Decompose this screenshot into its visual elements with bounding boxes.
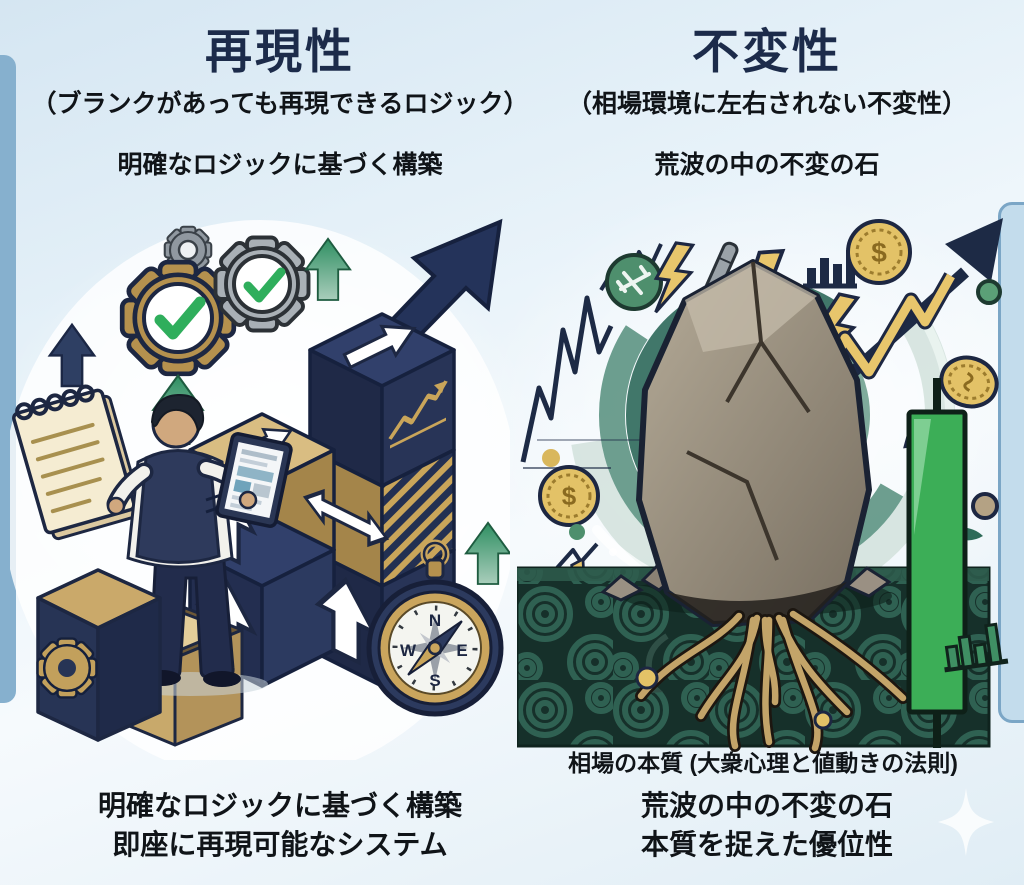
right-caption-line2: 本質を捉えた優位性 (640, 829, 893, 861)
compass-e: E (456, 641, 467, 660)
compass-icon: N E S W (366, 539, 504, 717)
right-caption-line1: 荒波の中の不変の石 (640, 790, 893, 821)
invariance-illustration: $ $ (517, 218, 1009, 760)
compass-w: W (400, 641, 417, 660)
coin-icon (939, 355, 999, 409)
right-bottom-caption: 荒波の中の不変の石 本質を捉えた優位性 (532, 786, 1002, 864)
gold-gear-check-icon (122, 262, 234, 374)
right-panel-header: 不変性 （相場環境に左右されない不変性） 荒波の中の不変の石 (532, 26, 1002, 181)
right-edge-decoration (998, 202, 1024, 723)
green-dot (976, 279, 1002, 305)
small-coin (635, 666, 659, 690)
left-panel-header: 再現性 （ブランクがあっても再現できるロジック） 明確なロジックに基づく構築 (10, 26, 550, 181)
gold-chart-glyph (388, 380, 448, 449)
left-panel-title: 再現性 (205, 25, 355, 78)
right-panel-title: 不変性 (692, 25, 842, 78)
compass-s: S (429, 671, 440, 690)
dollar-coin-icon: $ (538, 465, 600, 527)
svg-text:$: $ (562, 481, 577, 511)
compass-n: N (429, 611, 441, 630)
left-panel-tagline: 明確なロジックに基づく構築 (117, 150, 443, 179)
white-speck (609, 548, 617, 556)
right-panel-tagline: 荒波の中の不変の石 (654, 150, 880, 179)
market-essence-caption: 相場の本質 (大衆心理と値動きの法則) (568, 750, 958, 776)
sparkle-icon (938, 788, 994, 856)
rock-icon (600, 259, 892, 627)
gear-box (36, 568, 162, 742)
bar-chart-green-icon (944, 622, 1009, 673)
green-dot (569, 524, 585, 540)
left-panel-subtitle: （ブランクがあっても再現できるロジック） (31, 89, 529, 118)
tan-dot (971, 492, 999, 520)
left-bottom-caption: 明確なロジックに基づく構築 即座に再現可能なシステム (25, 786, 535, 864)
dollar-coin-icon: $ (846, 219, 912, 285)
left-caption-line1: 明確なロジックに基づく構築 (97, 790, 462, 821)
small-gear-icon (163, 225, 213, 275)
tablet (215, 432, 293, 528)
small-coin (813, 710, 833, 730)
silver-gear-check-icon (213, 235, 311, 333)
gold-dot (542, 449, 560, 467)
green-circle-icon (605, 253, 663, 311)
svg-text:$: $ (871, 237, 887, 268)
right-panel-subtitle: （相場環境に左右されない不変性） (566, 89, 967, 118)
left-caption-line2: 即座に再現可能なシステム (112, 829, 448, 861)
bullish-candle-icon (906, 378, 968, 748)
reproducibility-illustration: N E S W (10, 218, 510, 760)
